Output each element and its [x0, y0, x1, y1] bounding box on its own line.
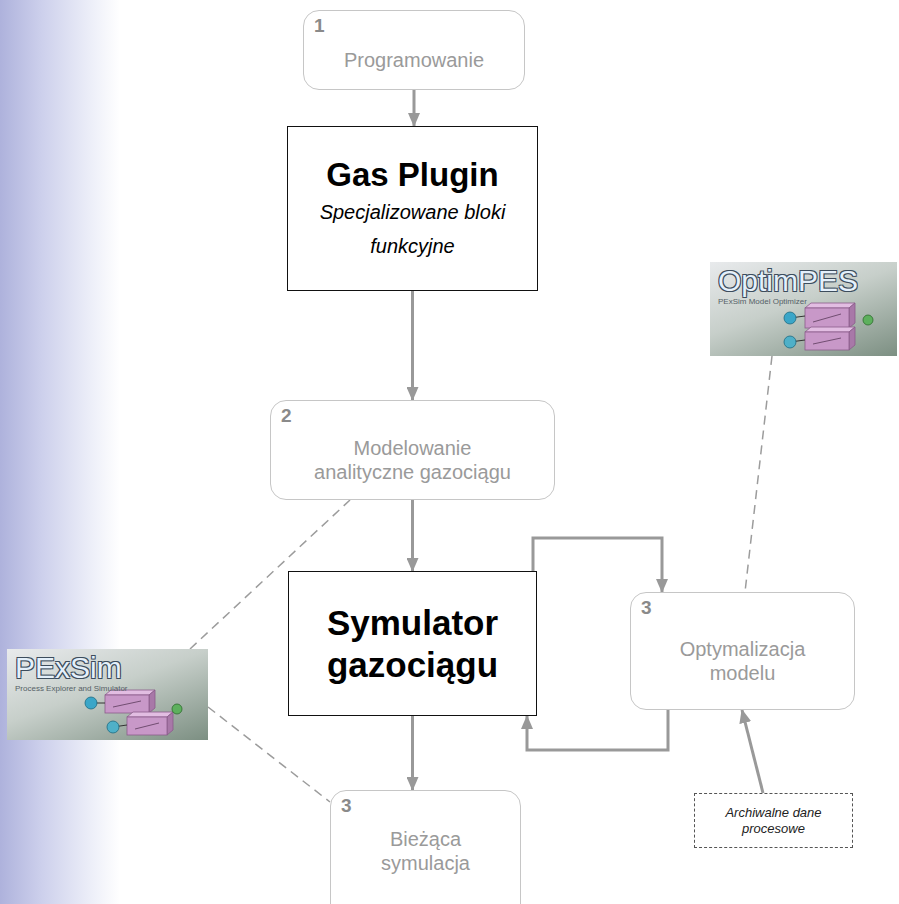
node-text: OptimPES [718, 264, 858, 298]
node-text: Bieżąca symulacja [351, 827, 501, 875]
node-text: Process Explorer and Simulator [15, 684, 128, 694]
node-text: Modelowanie analityczne gazociągu [303, 436, 523, 484]
callout-number: 3 [341, 795, 352, 817]
step-box: 3Bieżąca symulacja [330, 790, 521, 904]
flow-arrow [413, 90, 416, 126]
flow-arrow [533, 538, 662, 592]
node-text: Archiwalne dane procesowe [704, 805, 844, 837]
step-box: 3Optymalizacja modelu [630, 592, 855, 710]
node-text: Optymalizacja modelu [663, 637, 823, 685]
software-logo: OptimPESPExSim Model Optimizer [710, 262, 897, 356]
flow-arrow [411, 500, 414, 571]
node-text: PExSim [15, 651, 122, 685]
callout-number: 3 [641, 597, 652, 619]
step-box: 2Modelowanie analityczne gazociągu [270, 400, 555, 500]
node-text: PExSim Model Optimizer [718, 297, 807, 307]
simulator-box: Symulator gazociągu [288, 571, 537, 716]
node-text: Programowanie [344, 48, 484, 72]
step-box: 1Programowanie [303, 10, 525, 90]
flow-arrow [411, 291, 414, 400]
flow-arrow [411, 716, 414, 790]
callout-number: 1 [314, 15, 325, 37]
flow-arrow [527, 710, 668, 750]
callout-number: 2 [281, 405, 292, 427]
plugin-box: Gas PluginSpecjalizowane bloki funkcyjne [287, 126, 538, 291]
node-text: Symulator gazociągu [298, 602, 528, 686]
block-icons [784, 303, 873, 350]
flow-arrow [742, 710, 763, 793]
data-source-box: Archiwalne dane procesowe [694, 793, 853, 848]
node-text: Gas Plugin [326, 155, 498, 195]
leader-line [208, 707, 330, 802]
block-icons [85, 690, 182, 735]
node-text: Specjalizowane bloki funkcyjne [305, 195, 520, 263]
leader-line [745, 356, 772, 592]
side-gradient [0, 0, 120, 904]
software-logo: PExSimProcess Explorer and Simulator [7, 649, 208, 740]
